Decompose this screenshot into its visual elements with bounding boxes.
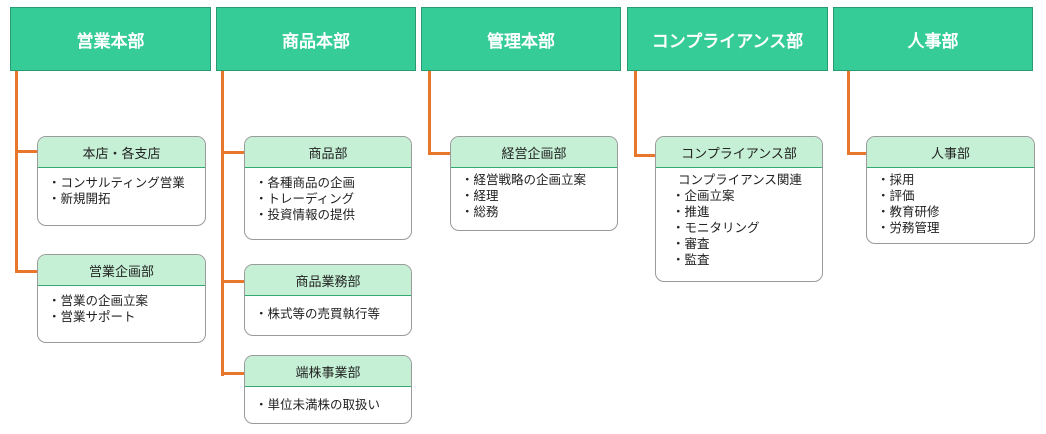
dept-jinji-header: 人事部	[833, 7, 1033, 71]
division-title: 経営企画部	[451, 137, 617, 168]
connector-eigyo-branch-2	[15, 270, 37, 273]
connector-kanri-vertical	[428, 71, 431, 155]
division-item: ・トレーディング	[255, 191, 355, 206]
division-title: 商品業務部	[245, 265, 411, 296]
connector-shohin-branch-3	[221, 372, 244, 375]
division-item: ・コンサルティング営業	[48, 175, 185, 190]
dept-shohin-header: 商品本部	[216, 7, 416, 71]
division-card-honten: 本店・各支店 ・コンサルティング営業 ・新規開拓	[37, 136, 206, 226]
division-body: ・各種商品の企画 ・トレーディング ・投資情報の提供	[245, 168, 411, 229]
division-item-heading: コンプライアンス関連	[678, 172, 802, 187]
division-item: ・審査	[672, 236, 710, 251]
connector-eigyo-vertical	[15, 71, 18, 273]
division-card-shohin-gyomu: 商品業務部 ・株式等の売買執行等	[244, 264, 412, 336]
division-item: ・新規開拓	[48, 191, 111, 206]
division-item: ・投資情報の提供	[255, 207, 356, 222]
division-item: ・営業の企画立案	[48, 293, 149, 308]
division-body: ・単位未満株の取扱い	[245, 387, 411, 419]
dept-compliance-header: コンプライアンス部	[627, 7, 828, 71]
division-body: ・採用 ・評価 ・教育研修 ・労務管理	[867, 168, 1034, 242]
division-item: ・株式等の売買執行等	[255, 306, 381, 321]
division-title: 端株事業部	[245, 356, 411, 387]
division-item: ・単位未満株の取扱い	[255, 397, 381, 412]
division-body: ・経営戦略の企画立案 ・経理 ・総務	[451, 168, 617, 226]
connector-eigyo-branch-1	[15, 150, 37, 153]
division-card-shohin: 商品部 ・各種商品の企画 ・トレーディング ・投資情報の提供	[244, 136, 412, 240]
division-card-hakabu: 端株事業部 ・単位未満株の取扱い	[244, 355, 412, 424]
division-title: 本店・各支店	[38, 137, 205, 168]
division-item: ・採用	[877, 172, 915, 187]
division-body: ・コンサルティング営業 ・新規開拓	[38, 168, 205, 213]
division-item: ・労務管理	[877, 220, 940, 235]
division-card-keiei-kikaku: 経営企画部 ・経営戦略の企画立案 ・経理 ・総務	[450, 136, 618, 231]
division-item: ・モニタリング	[672, 220, 760, 235]
division-item: ・評価	[877, 188, 915, 203]
connector-jinji-vertical	[847, 71, 850, 155]
division-item: ・各種商品の企画	[255, 175, 356, 190]
connector-compliance-vertical	[634, 71, 637, 157]
dept-kanri-header: 管理本部	[421, 7, 621, 71]
division-item: ・教育研修	[877, 204, 940, 219]
connector-shohin-vertical	[221, 71, 224, 376]
division-body: コンプライアンス関連 ・企画立案 ・推進 ・モニタリング ・審査 ・監査	[656, 168, 822, 274]
division-item: ・推進	[672, 204, 710, 219]
division-card-compliance: コンプライアンス部 コンプライアンス関連 ・企画立案 ・推進 ・モニタリング ・…	[655, 136, 823, 282]
connector-shohin-branch-2	[221, 280, 244, 283]
connector-compliance-branch-1	[634, 154, 655, 157]
dept-eigyo-header: 営業本部	[10, 7, 211, 71]
connector-jinji-branch-1	[847, 152, 866, 155]
division-card-jinji: 人事部 ・採用 ・評価 ・教育研修 ・労務管理	[866, 136, 1035, 244]
division-title: 営業企画部	[38, 255, 205, 286]
division-item: ・企画立案	[672, 188, 735, 203]
division-item: ・経営戦略の企画立案	[461, 172, 587, 187]
division-title: 商品部	[245, 137, 411, 168]
connector-shohin-branch-1	[221, 151, 244, 154]
division-item: ・経理	[461, 188, 499, 203]
division-card-eigyo-kikaku: 営業企画部 ・営業の企画立案 ・営業サポート	[37, 254, 206, 343]
division-item: ・監査	[672, 252, 710, 267]
division-body: ・株式等の売買執行等	[245, 296, 411, 328]
connector-kanri-branch-1	[428, 152, 450, 155]
division-title: 人事部	[867, 137, 1034, 168]
division-body: ・営業の企画立案 ・営業サポート	[38, 286, 205, 331]
division-item: ・営業サポート	[48, 309, 136, 324]
division-item: ・総務	[461, 204, 499, 219]
division-title: コンプライアンス部	[656, 137, 822, 168]
